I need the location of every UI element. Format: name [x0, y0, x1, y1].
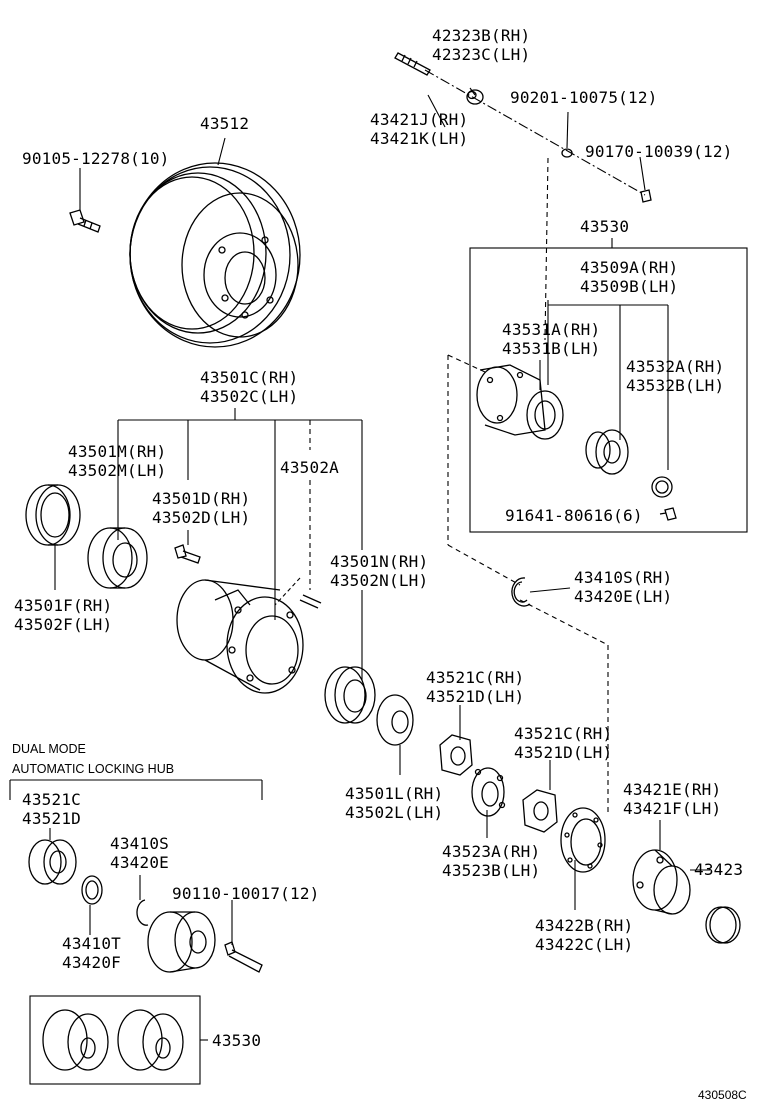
snap-ring-43410s [511, 577, 531, 607]
label-43531ab: 43531A(RH) 43531B(LH) [502, 320, 601, 358]
nut-42323 [466, 89, 484, 105]
label-43501l: 43501L(RH) 43502L(LH) [345, 784, 444, 822]
flange-43421e [632, 849, 691, 915]
label-43501f: 43501F(RH) 43502F(LH) [14, 596, 113, 634]
label-43512: 43512 [200, 114, 250, 133]
hub-body-43531 [476, 364, 564, 440]
lock-washer-43523 [471, 767, 506, 817]
label-43410s: 43410S(RH) 43420E(LH) [574, 568, 673, 606]
label-43530: 43530 [580, 217, 630, 236]
wheel-stud-top [394, 52, 431, 76]
dual-mode-caption: DUAL MODE AUTOMATIC LOCKING HUB [12, 742, 175, 776]
label-43532ab: 43532A(RH) 43532B(LH) [626, 357, 725, 395]
gasket-43422 [560, 807, 606, 873]
label-43501n: 43501N(RH) 43502N(LH) [330, 552, 429, 590]
bolt-90110 [224, 941, 263, 973]
label-43410s-2: 43410S 43420E [110, 834, 169, 872]
snap-ring-43410s-dual [136, 899, 149, 926]
bolt-90105 [69, 209, 101, 233]
assembly-43530-box-bottom [29, 995, 201, 1085]
bearing-43501m [87, 527, 148, 589]
label-43422bc: 43422B(RH) 43422C(LH) [535, 916, 634, 954]
label-43530-bottom: 43530 [212, 1031, 262, 1050]
label-43421jk: 43421J(RH) 43421K(LH) [370, 110, 469, 148]
diagram-code: 430508C [698, 1088, 747, 1102]
bolt-91641 [659, 507, 677, 521]
label-90110: 90110-10017(12) [172, 884, 320, 903]
brake-disc-43512 [129, 162, 301, 348]
oil-seal-43501f [25, 484, 81, 546]
label-43501m: 43501M(RH) 43502M(LH) [68, 442, 167, 480]
ring-43532 [651, 476, 673, 498]
label-42323bc: 42323B(RH) 42323C(LH) [432, 26, 531, 64]
ring-43410t [81, 875, 103, 905]
hub-pair-43530 [42, 1009, 184, 1071]
label-43501c: 43501C(RH) 43502C(LH) [200, 368, 299, 406]
hub-body-dual [147, 911, 216, 973]
label-43523ab: 43523A(RH) 43523B(LH) [442, 842, 541, 880]
washer-43501l [376, 694, 414, 746]
label-43521cd-3: 43521C 43521D [22, 790, 81, 828]
lock-nut-43521-a [439, 734, 473, 776]
label-43501d: 43501D(RH) 43502D(LH) [152, 489, 251, 527]
hub-bolt-43501d [174, 544, 201, 564]
label-91641: 91641-80616(6) [505, 506, 643, 525]
axle-hub [176, 579, 304, 694]
label-43410t: 43410T 43420F [62, 934, 121, 972]
bearing-43501n [324, 666, 376, 724]
pin-43502a [299, 594, 322, 609]
label-90170: 90170-10039(12) [585, 142, 733, 161]
label-90201: 90201-10075(12) [510, 88, 658, 107]
label-43521cd-2: 43521C(RH) 43521D(LH) [514, 724, 613, 762]
clutch-43532 [585, 429, 629, 475]
nut-43521-dual [28, 839, 77, 885]
label-43521cd-1: 43521C(RH) 43521D(LH) [426, 668, 525, 706]
bolt-90170 [640, 189, 652, 203]
label-43423: 43423 [694, 860, 744, 879]
washer-90201 [561, 148, 573, 158]
label-43502a: 43502A [280, 458, 339, 477]
lock-nut-43521-b [522, 789, 558, 833]
assembly-43530-box [469, 247, 748, 533]
cap-43423 [705, 906, 741, 944]
label-43421ef: 43421E(RH) 43421F(LH) [623, 780, 722, 818]
label-90105: 90105-12278(10) [22, 149, 170, 168]
label-43509ab: 43509A(RH) 43509B(LH) [580, 258, 679, 296]
